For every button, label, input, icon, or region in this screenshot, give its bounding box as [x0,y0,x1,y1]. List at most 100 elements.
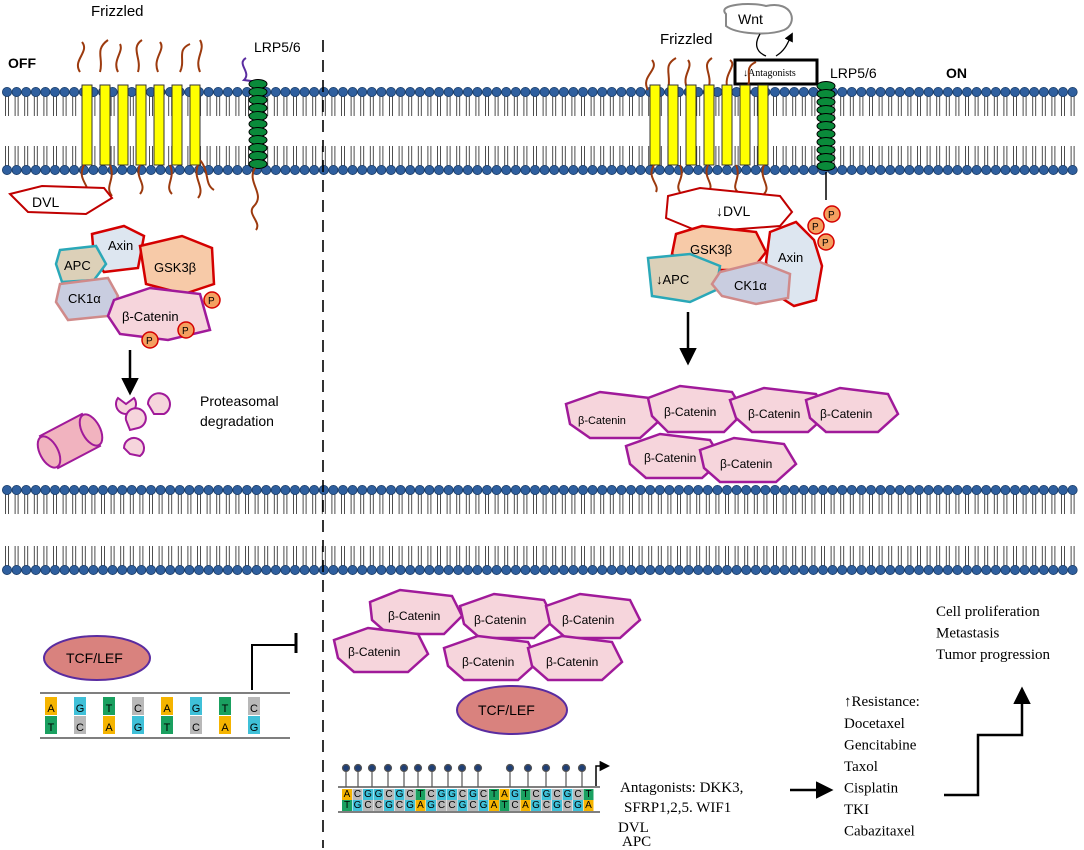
svg-text:C: C [250,703,258,715]
off-tcf-lef-label: TCF/LEF [66,650,123,666]
svg-text:β-Catenin: β-Catenin [578,415,626,427]
svg-text:C: C [354,789,361,800]
degradation-label-line2: degradation [200,413,274,429]
svg-text:P: P [182,326,189,337]
svg-text:P: P [828,210,835,221]
svg-text:G: G [406,800,414,811]
off-phosphate-group: P P P [141,291,221,349]
on-tcf-lef-shape [456,685,568,735]
proteasome-icon [36,412,104,470]
svg-text:G: G [438,789,446,800]
svg-text:A: A [522,800,529,811]
svg-text:A: A [501,789,508,800]
outcome-2: Tumor progression [936,647,1051,663]
svg-text:G: G [385,800,393,811]
svg-text:A: A [344,789,351,800]
on-apc-label: ↓APC [656,272,689,287]
nuc-catenin-1: β-Catenin [368,588,464,636]
off-catenin-label: β-Catenin [122,309,179,324]
svg-text:C: C [427,789,434,800]
svg-text:G: G [192,703,201,715]
svg-text:C: C [511,800,518,811]
svg-text:G: G [543,789,551,800]
svg-text:G: G [375,789,383,800]
resistance-drug-1: Gencitabine [844,738,917,754]
nuc-catenin-5: β-Catenin [442,634,540,682]
svg-text:β-Catenin: β-Catenin [348,645,400,659]
off-frizzled-receptor [77,39,215,199]
resistance-drug-0: Docetaxel [844,716,905,732]
svg-text:β-Catenin: β-Catenin [474,613,526,627]
off-frizzled-label: Frizzled [91,3,144,20]
svg-text:P: P [146,336,153,347]
cytoplasmic-catenin-cluster: β-Catenin β-Catenin β-Catenin β-Catenin … [564,384,900,484]
off-dvl-label: DVL [32,194,59,210]
svg-text:C: C [192,722,200,734]
svg-text:T: T [585,789,591,800]
svg-text:C: C [459,789,466,800]
svg-text:T: T [501,800,507,811]
svg-text:C: C [553,789,560,800]
svg-text:C: C [469,800,476,811]
svg-text:A: A [221,722,229,734]
antagonists-text-line1: Antagonists: DKK3, [620,780,743,796]
svg-text:G: G [459,800,467,811]
svg-text:G: G [354,800,362,811]
svg-text:β-Catenin: β-Catenin [820,407,872,421]
svg-text:A: A [163,703,171,715]
nuc-catenin-6: β-Catenin [526,634,624,682]
upper-cell-membrane [2,87,1078,175]
on-lrp-label: LRP5/6 [830,65,877,81]
off-gsk-label: GSK3β [154,260,196,275]
off-transcription-blocked-symbol [251,644,270,690]
svg-text:P: P [208,296,215,307]
cyto-catenin-2: β-Catenin [646,384,746,434]
cyto-catenin-4: β-Catenin [804,386,900,434]
on-ck1-label: CK1α [734,278,767,293]
svg-text:C: C [364,800,371,811]
svg-text:C: C [543,800,550,811]
svg-text:C: C [448,800,455,811]
svg-text:C: C [406,789,413,800]
nuclear-catenin-cluster: β-Catenin β-Catenin β-Catenin β-Catenin … [332,588,642,682]
svg-text:C: C [134,703,142,715]
degraded-fragments-icon [115,392,171,458]
svg-text:G: G [574,800,582,811]
svg-text:C: C [574,789,581,800]
svg-text:β-Catenin: β-Catenin [562,613,614,627]
svg-text:C: C [532,789,539,800]
svg-text:G: G [469,789,477,800]
svg-text:P: P [812,222,819,233]
svg-text:A: A [105,722,113,734]
svg-text:G: G [564,789,572,800]
degradation-label-line1: Proteasomal [200,393,279,409]
on-dvl-shape [664,186,794,234]
svg-text:T: T [417,789,423,800]
wnt-label: Wnt [738,11,763,27]
svg-text:β-Catenin: β-Catenin [388,609,440,623]
svg-text:β-Catenin: β-Catenin [664,405,716,419]
off-ck1-label: CK1α [68,291,101,306]
nuc-catenin-2: β-Catenin [458,592,556,640]
resistance-title: ↑Resistance: [844,694,920,710]
cyto-catenin-6: β-Catenin [698,436,798,484]
svg-text:G: G [364,789,372,800]
svg-text:A: A [47,703,55,715]
nuc-catenin-3: β-Catenin [544,592,642,640]
progression-step-arrow [944,686,1031,797]
svg-text:A: A [491,800,498,811]
svg-text:G: G [396,789,404,800]
svg-text:C: C [564,800,571,811]
on-state-label: ON [946,65,967,81]
svg-text:T: T [491,789,497,800]
on-ck1-shape [710,260,792,306]
off-gsk-shape [138,234,216,296]
svg-text:C: C [396,800,403,811]
antagonists-text-line4: APC [622,834,651,850]
off-apc-label: APC [64,258,91,273]
on-lrp-receptor [816,81,836,200]
